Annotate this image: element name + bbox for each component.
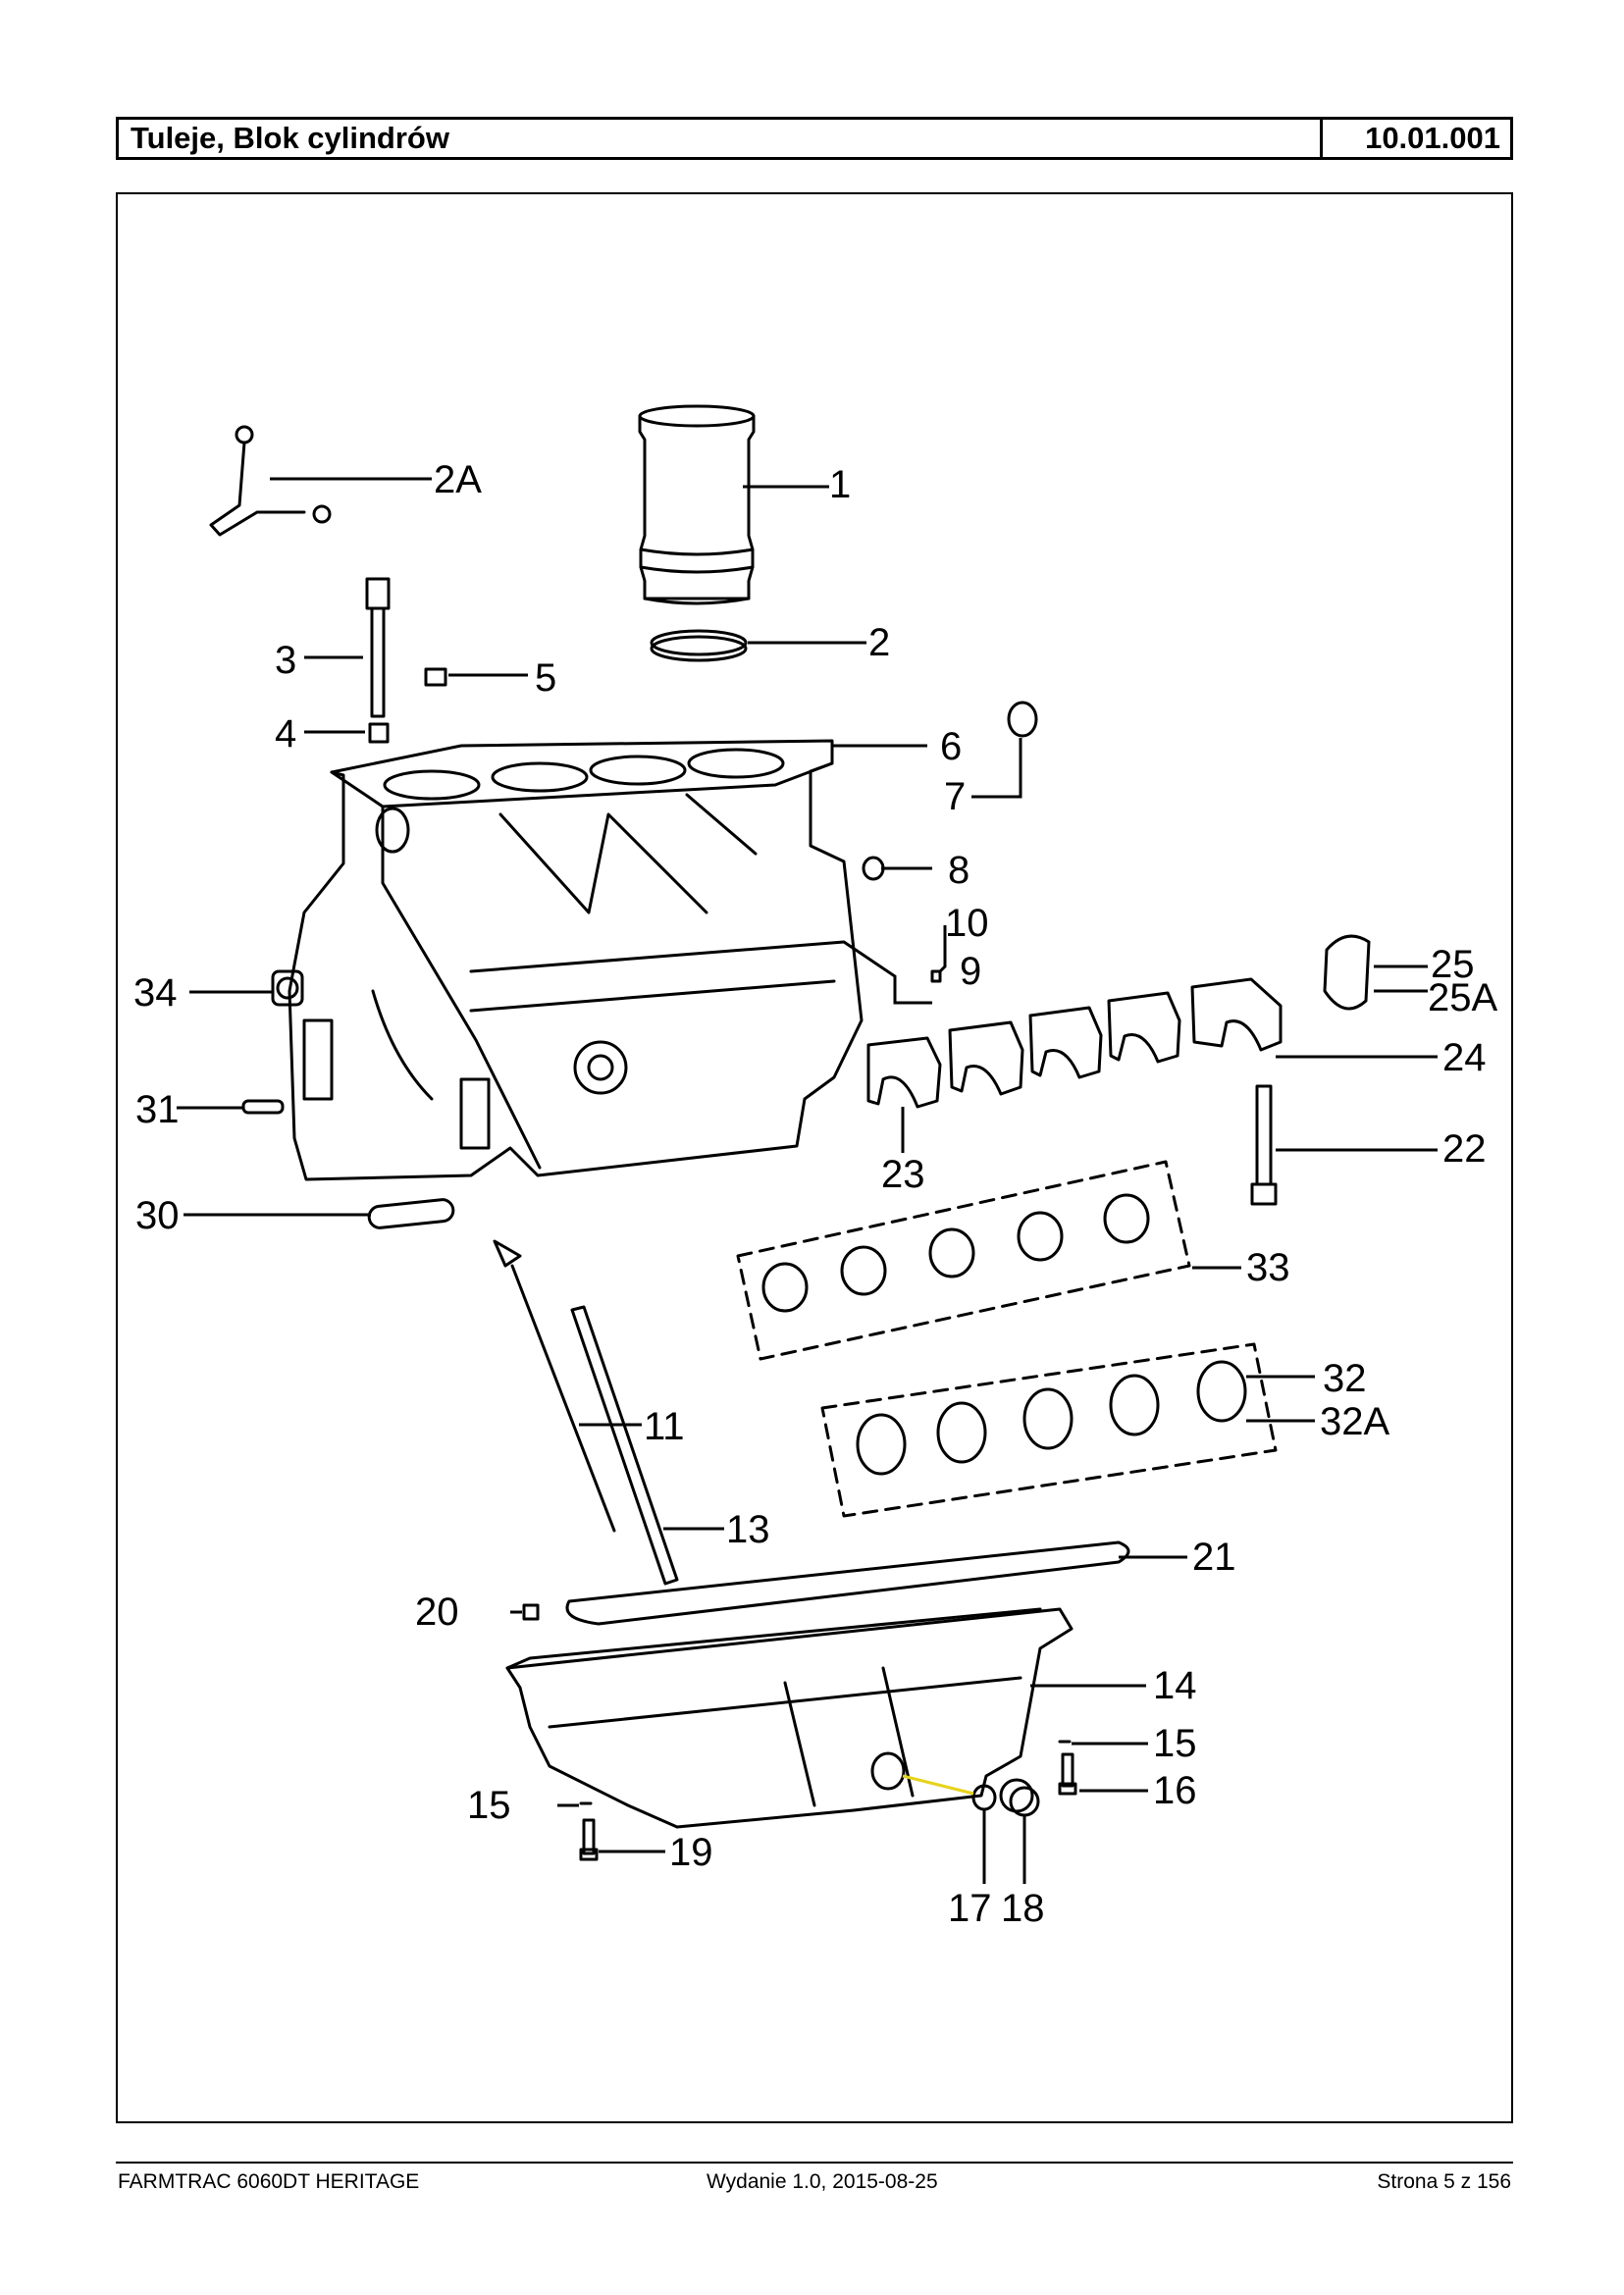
callout-8: 8 [948,849,969,892]
liner-seal-ring-part [650,629,748,662]
dowel-bush-part [368,722,390,744]
callout-15-left: 15 [467,1784,511,1827]
seal-ring-part [1007,701,1038,738]
callout-6: 6 [940,725,962,768]
page-title: Tuleje, Blok cylindrów [131,121,449,155]
oil-pan-gasket-part [565,1540,1130,1626]
main-bearing-caps-part [866,977,1283,1109]
callout-30: 30 [135,1194,180,1237]
callout-13: 13 [726,1508,770,1551]
cylinder-liner-part [638,404,756,605]
callout-5: 5 [535,656,556,700]
plug-part [424,667,447,687]
callout-21: 21 [1192,1536,1236,1579]
callout-3: 3 [275,639,296,682]
callout-20: 20 [415,1591,459,1634]
callout-33: 33 [1246,1246,1290,1289]
thrust-washer-part [1323,934,1371,1011]
footer-model: FARMTRAC 6060DT HERITAGE [118,2170,420,2193]
callout-14: 14 [1153,1664,1197,1707]
callout-22: 22 [1442,1127,1487,1171]
oil-pipe-part [209,425,332,537]
callout-2A: 2A [434,458,482,501]
callout-32: 32 [1323,1357,1367,1400]
upper-bearing-shells-part [736,1160,1191,1361]
diagram-frame [116,192,1513,2123]
callout-15: 15 [1153,1722,1197,1765]
callout-11: 11 [644,1405,685,1448]
cap-bolt-part [1250,1084,1278,1206]
callout-24: 24 [1442,1036,1487,1079]
footer-edition: Wydanie 1.0, 2015-08-25 [707,2170,938,2193]
callout-25: 25 [1431,943,1475,986]
footer-page-number: Strona 5 z 156 [1377,2170,1511,2193]
section-code: 10.01.001 [1320,120,1510,157]
callout-1: 1 [829,463,851,506]
callout-4: 4 [275,712,296,756]
plug-bolt-part [930,969,942,983]
tube-part [367,1198,455,1229]
block-plug-part [271,969,304,1007]
cylinder-block-part [288,739,864,1181]
callout-2: 2 [868,621,890,664]
callout-32A: 32A [1320,1400,1389,1443]
callout-23: 23 [881,1153,925,1196]
callout-34: 34 [133,971,178,1015]
lower-bearing-shells-part [820,1342,1278,1518]
dowel-pin-part [241,1099,285,1115]
pan-plug-part [522,1603,540,1621]
footer-divider [116,2162,1513,2164]
pan-bolt-16-part [1058,1752,1077,1796]
dipstick-part [493,1239,616,1533]
footer: FARMTRAC 6060DT HERITAGE Wydanie 1.0, 20… [118,2170,1511,2200]
callout-31: 31 [135,1088,180,1131]
header-bar: Tuleje, Blok cylindrów 10.01.001 [116,117,1513,160]
callout-7: 7 [944,775,966,818]
dipstick-tube-part [570,1305,679,1586]
callout-17: 17 [948,1887,992,1930]
callout-10: 10 [945,902,989,945]
head-bolt-part [365,577,391,718]
drain-plug-part [999,1778,1040,1817]
bush-part [862,856,885,881]
callout-18: 18 [1001,1887,1045,1930]
oil-pan-part [505,1607,1074,1829]
callout-25A: 25A [1428,976,1497,1019]
callout-16: 16 [1153,1769,1197,1812]
pan-bolt-19-part [579,1818,599,1861]
sealing-washer-part [971,1784,997,1811]
callout-9: 9 [960,950,981,993]
callout-19: 19 [669,1831,713,1874]
